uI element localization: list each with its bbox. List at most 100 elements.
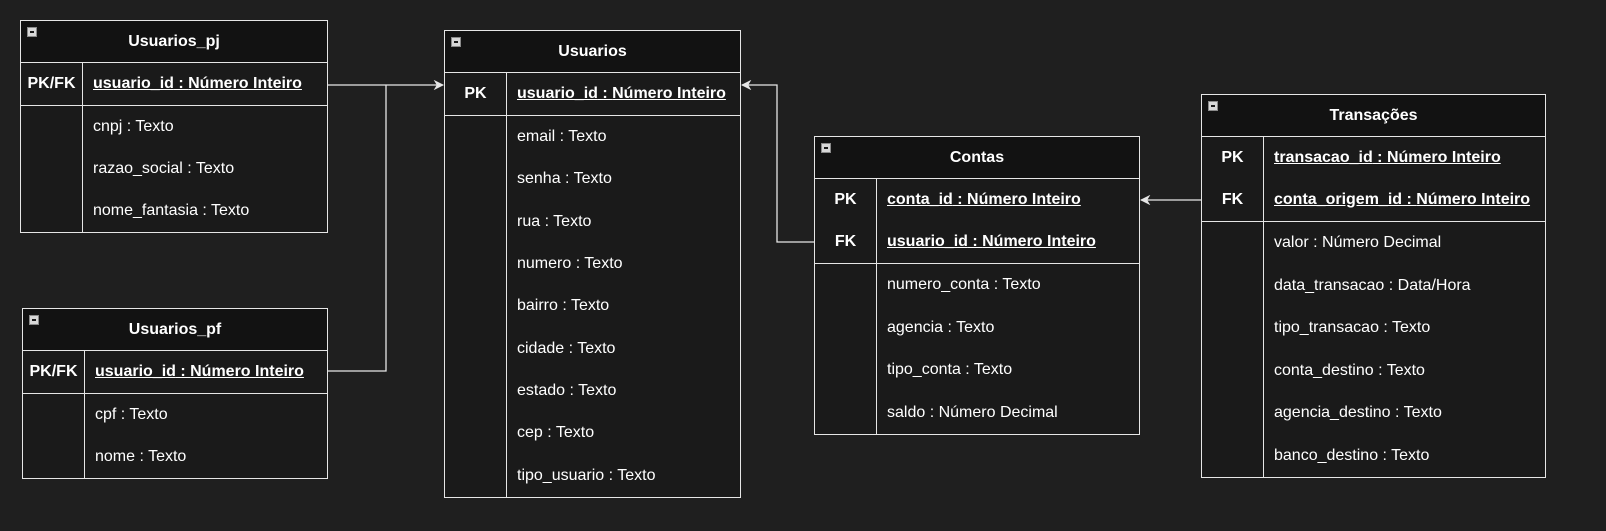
connector-usuarios-pf-to-usuarios[interactable] <box>328 85 387 372</box>
attribute-row-agencia[interactable]: agencia : Texto <box>815 306 1139 349</box>
key-field: conta_id : Número Inteiro <box>877 191 1081 209</box>
field-name: rua <box>517 212 541 230</box>
attribute-row-cnpj[interactable]: cnpj : Texto <box>21 106 327 148</box>
entity-header[interactable]: Transações <box>1202 95 1545 137</box>
attribute-row-cidade[interactable]: cidade : Texto <box>445 327 740 370</box>
attribute-row-estado[interactable]: estado : Texto <box>445 369 740 413</box>
key-column-empty <box>1202 349 1264 392</box>
attribute-row-razao-social[interactable]: razao_social : Texto <box>21 148 327 190</box>
key-column-empty <box>815 306 877 349</box>
entity-title: Usuarios_pf <box>128 320 222 338</box>
entity-header[interactable]: Usuarios_pf <box>23 309 327 351</box>
field-name: cidade <box>517 339 565 357</box>
key-column-empty <box>445 158 507 201</box>
attribute-field: agencia : Texto <box>877 319 994 337</box>
entity-title: Contas <box>949 148 1005 166</box>
field-name: usuario_id <box>887 233 968 250</box>
connector-contas-to-usuarios[interactable] <box>740 79 814 243</box>
field-type: Texto <box>1403 404 1442 422</box>
attribute-row-rua[interactable]: rua : Texto <box>445 200 740 243</box>
field-type: Texto <box>148 448 187 465</box>
field-name: agencia <box>887 318 944 336</box>
field-type: Número Inteiro <box>967 191 1081 208</box>
attribute-row-tipo-conta[interactable]: tipo_conta : Texto <box>815 349 1139 392</box>
key-column-empty <box>445 369 507 413</box>
attribute-field: numero_conta : Texto <box>877 276 1041 294</box>
collapse-icon[interactable] <box>29 315 39 325</box>
attribute-row-banco-destino[interactable]: banco_destino : Texto <box>1202 434 1545 477</box>
key-column-empty <box>445 285 507 328</box>
attribute-field: senha : Texto <box>507 170 612 188</box>
attribute-row-tipo-usuario[interactable]: tipo_usuario : Texto <box>445 454 740 497</box>
entity-header[interactable]: Usuarios <box>445 31 740 73</box>
field-separator: : <box>542 424 556 442</box>
field-name: email <box>517 128 556 146</box>
field-type: Texto <box>577 339 616 357</box>
field-type: Texto <box>129 406 168 423</box>
key-column-empty <box>23 436 85 478</box>
attribute-row-numero-conta[interactable]: numero_conta : Texto <box>815 264 1139 307</box>
attribute-row-nome-fantasia[interactable]: nome_fantasia : Texto <box>21 190 327 232</box>
attribute-row-saldo[interactable]: saldo : Número Decimal <box>815 391 1139 434</box>
collapse-icon[interactable] <box>1208 101 1218 111</box>
collapse-icon[interactable] <box>27 27 37 37</box>
field-separator: : <box>122 118 136 135</box>
attribute-row-nome[interactable]: nome : Texto <box>23 436 327 478</box>
attribute-row-agencia-destino[interactable]: agencia_destino : Texto <box>1202 392 1545 435</box>
field-name: cpf <box>95 406 117 423</box>
key-type-label: PK <box>1202 137 1264 179</box>
entity-header[interactable]: Usuarios_pj <box>21 21 327 63</box>
field-type: Número Inteiro <box>982 233 1096 250</box>
field-type: Número Decimal <box>938 403 1058 421</box>
field-separator: : <box>564 339 578 357</box>
attribute-row-tipo-transacao[interactable]: tipo_transacao : Texto <box>1202 307 1545 350</box>
attribute-row-cep[interactable]: cep : Texto <box>445 412 740 455</box>
field-type: Número Inteiro <box>188 75 302 92</box>
attribute-row-numero[interactable]: numero : Texto <box>445 242 740 286</box>
collapse-icon[interactable] <box>821 143 831 153</box>
attribute-field: numero : Texto <box>507 255 623 273</box>
field-type: Texto <box>573 170 612 188</box>
attribute-row-valor[interactable]: valor : Número Decimal <box>1202 222 1545 265</box>
field-name: tipo_usuario <box>517 466 605 484</box>
attribute-field: valor : Número Decimal <box>1264 234 1441 252</box>
entity-header[interactable]: Contas <box>815 137 1139 179</box>
collapse-icon[interactable] <box>451 37 461 47</box>
attribute-row-email[interactable]: email : Texto <box>445 116 740 159</box>
attribute-row-bairro[interactable]: bairro : Texto <box>445 285 740 328</box>
attribute-row-senha[interactable]: senha : Texto <box>445 158 740 201</box>
key-column-empty <box>815 349 877 392</box>
key-type-label: PK/FK <box>23 351 85 393</box>
field-name: tipo_conta <box>887 361 961 379</box>
key-field: conta_origem_id : Número Inteiro <box>1264 191 1530 209</box>
attribute-row-conta-destino[interactable]: conta_destino : Texto <box>1202 349 1545 392</box>
field-type: Número Inteiro <box>1386 149 1501 166</box>
attribute-row-data-transacao[interactable]: data_transacao : Data/Hora <box>1202 264 1545 307</box>
key-column-empty <box>23 394 85 436</box>
field-name: saldo <box>887 403 926 421</box>
attribute-field: estado : Texto <box>507 382 616 400</box>
field-type: Texto <box>553 212 592 230</box>
attribute-field: nome_fantasia : Texto <box>83 202 249 220</box>
field-type: Texto <box>617 466 656 484</box>
field-type: Texto <box>135 118 174 135</box>
field-type: Número Inteiro <box>190 363 304 380</box>
attribute-row-cpf[interactable]: cpf : Texto <box>23 394 327 436</box>
key-column-empty <box>1202 264 1264 307</box>
